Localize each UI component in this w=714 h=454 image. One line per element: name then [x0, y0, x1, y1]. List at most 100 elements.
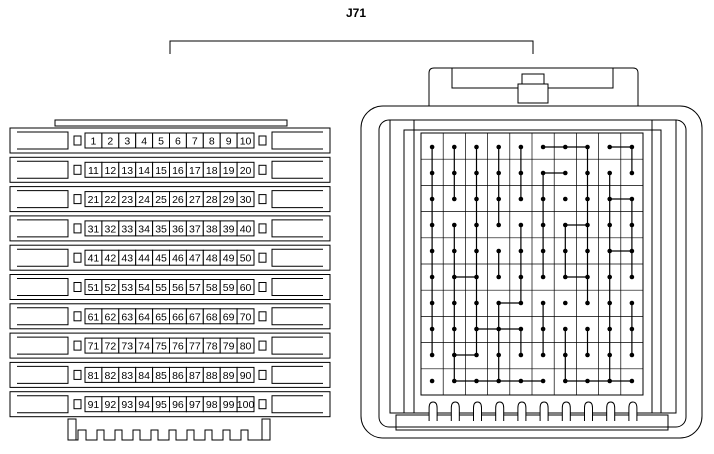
terminal-dot: [585, 196, 590, 202]
terminal-dot: [496, 170, 502, 176]
terminal-dot: [518, 144, 524, 150]
pin-number: 52: [105, 282, 117, 294]
terminal-dot: [429, 196, 435, 202]
terminal-dot: [563, 222, 568, 228]
row-end-square-left: [73, 340, 82, 351]
terminal-dot: [540, 170, 546, 176]
row-side-latch-right: [271, 248, 323, 267]
terminal-dot: [452, 300, 457, 306]
terminal-dot: [585, 248, 590, 254]
pin-number: 87: [189, 370, 201, 382]
pin-cell: [236, 132, 255, 149]
terminal-dot: [540, 352, 546, 358]
pin-number: 44: [138, 253, 150, 265]
pin-number: 19: [223, 165, 235, 177]
terminal-dot: [540, 274, 546, 280]
terminal-dot: [496, 196, 502, 202]
pin-number: 64: [138, 311, 150, 323]
row-end-square-left: [73, 369, 82, 380]
left-connector-top-rail: [54, 119, 288, 127]
terminal-dot: [563, 248, 568, 254]
terminal-dot: [429, 378, 435, 384]
terminal-dot: [585, 352, 590, 358]
row-side-latch-right: [271, 395, 323, 414]
pin-number: 79: [223, 341, 235, 353]
row-end-square-right: [258, 135, 267, 146]
terminal-dot: [585, 378, 590, 384]
terminal-dot: [496, 144, 502, 150]
pin-number: 4: [141, 136, 147, 148]
terminal-dot: [607, 144, 612, 150]
terminal-dot: [429, 326, 435, 332]
pin-number: 26: [172, 194, 184, 206]
terminal-dot: [474, 144, 479, 150]
terminal-dot: [607, 196, 612, 202]
terminal-dot: [563, 300, 568, 306]
pin-cell: [236, 220, 255, 237]
terminal-dot: [496, 274, 502, 280]
right-connector: [360, 67, 703, 439]
pin-number: 38: [206, 223, 218, 235]
pin-number: 73: [121, 341, 133, 353]
pin-cell: [236, 279, 255, 295]
row-end-square-left: [73, 135, 82, 146]
terminal-dot: [452, 352, 457, 358]
pin-number: 6: [175, 136, 181, 148]
row-side-latch-right: [271, 336, 323, 355]
row-end-square-right: [258, 399, 267, 410]
pin-number: 8: [209, 136, 215, 148]
pin-number: 2: [107, 136, 113, 148]
terminal-dot: [496, 222, 502, 228]
pin-number: 96: [172, 399, 184, 411]
pin-number: 37: [189, 223, 201, 235]
terminal-dot: [585, 222, 590, 228]
terminal-dot: [496, 352, 502, 358]
row-end-square-right: [258, 164, 267, 175]
pin-number: 61: [88, 311, 100, 323]
pin-cell: [236, 366, 255, 383]
terminal-dot: [563, 326, 568, 332]
pin-number: 95: [155, 399, 167, 411]
terminal-dot: [563, 144, 568, 150]
row-end-square-right: [258, 223, 267, 234]
terminal-dot: [452, 144, 457, 150]
pin-number: 86: [172, 370, 184, 382]
terminal-dot: [496, 300, 502, 306]
row-side-latch-right: [271, 160, 323, 179]
row-end-square-right: [258, 282, 267, 292]
terminal-dot: [629, 196, 635, 202]
pin-number: 93: [121, 399, 133, 411]
pin-number: 65: [155, 311, 167, 323]
row-end-square-right: [258, 340, 267, 351]
terminal-dot: [607, 170, 612, 176]
pin-number: 99: [223, 399, 235, 411]
terminal-dot: [607, 378, 612, 384]
pin-number: 14: [138, 165, 150, 177]
terminal-dot: [518, 248, 524, 254]
pin-number: 15: [155, 165, 167, 177]
pin-number: 25: [155, 194, 167, 206]
pin-number: 82: [105, 370, 117, 382]
terminal-dot: [429, 274, 435, 280]
release-tab: [606, 401, 616, 421]
pin-number: 36: [172, 223, 184, 235]
row-side-latch-right: [271, 278, 323, 296]
row-side-latch-left: [17, 190, 69, 209]
pin-number: 47: [189, 253, 201, 265]
terminal-dot: [518, 196, 524, 202]
terminal-dot: [540, 196, 546, 202]
terminal-dot: [452, 170, 457, 176]
pin-number: 100: [237, 399, 255, 411]
pin-number: 57: [189, 282, 201, 294]
terminal-dot: [452, 274, 457, 280]
terminal-dot: [474, 222, 479, 228]
terminal-dot: [474, 300, 479, 306]
pin-number: 71: [88, 341, 100, 353]
terminal-dot: [607, 326, 612, 332]
